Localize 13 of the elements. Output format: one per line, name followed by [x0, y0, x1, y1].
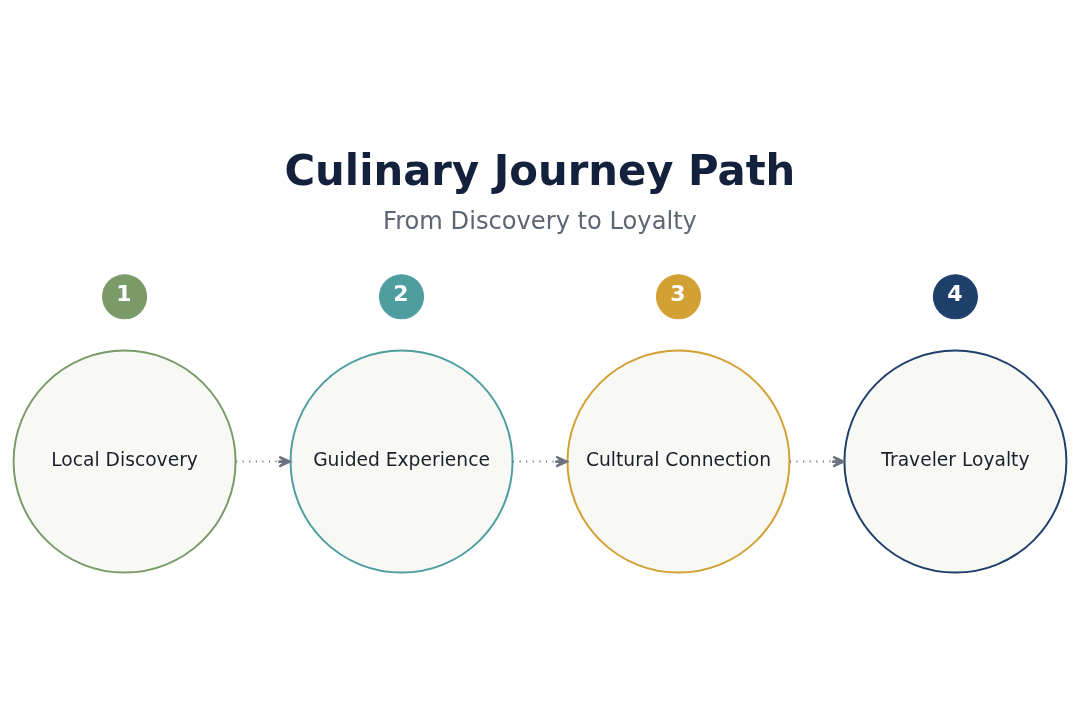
node-circle: 2 [379, 273, 425, 319]
arrow [511, 455, 569, 468]
diagram-title: Culinary Journey Path [284, 145, 796, 195]
node-circle: Traveler Loyalty [843, 349, 1068, 574]
label: From Discovery to Loyalty [383, 206, 697, 235]
node-circle: 4 [932, 273, 978, 319]
node-circle: Guided Experience [289, 349, 514, 574]
node-circle: Local Discovery [12, 349, 237, 574]
arrow [788, 455, 846, 468]
node-circle: 3 [655, 273, 701, 319]
arrow [235, 455, 292, 468]
node-circle: Cultural Connection [566, 349, 791, 574]
node-circle: 1 [102, 273, 148, 319]
